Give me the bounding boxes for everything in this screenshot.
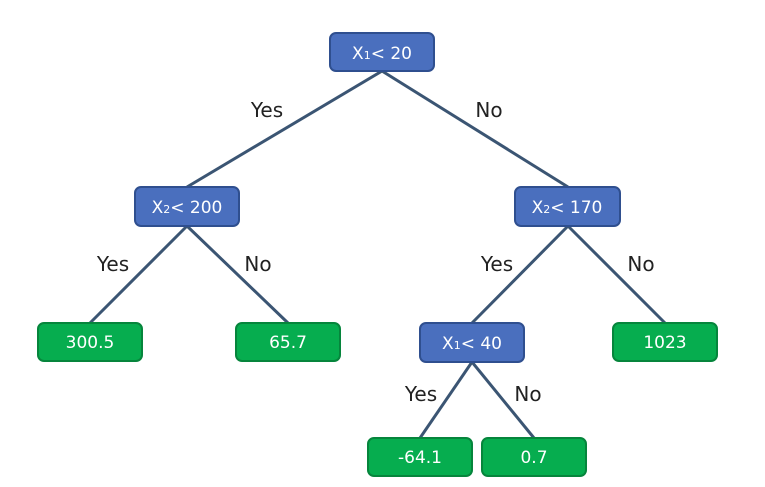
edge-inner-split-to-leaf-e bbox=[470, 361, 536, 439]
node-right-split: X2< 170 bbox=[514, 186, 621, 227]
edge-inner-split-to-leaf-d bbox=[418, 361, 474, 439]
edge-label-left-split-right: No bbox=[244, 252, 271, 276]
node-right-split-sub: 2 bbox=[543, 203, 550, 216]
node-inner-split-sub: 1 bbox=[454, 339, 461, 352]
svg-text:X2< 170: X2< 170 bbox=[532, 198, 603, 218]
edge-right-split-to-leaf-c bbox=[566, 224, 667, 325]
edge-label-inner-split-right: No bbox=[514, 382, 541, 406]
node-left-split: X2< 200 bbox=[134, 186, 240, 227]
node-inner-split-var: X bbox=[442, 334, 454, 354]
leaf-c-value: 1023 bbox=[643, 333, 686, 353]
node-leaf-d: -64.1 bbox=[367, 437, 473, 477]
node-leaf-b: 65.7 bbox=[235, 322, 341, 362]
edge-label-left-split-left: Yes bbox=[96, 252, 129, 276]
node-root-var: X bbox=[352, 44, 364, 64]
edge-label-inner-split-left: Yes bbox=[404, 382, 437, 406]
node-root: X1< 20 bbox=[329, 32, 435, 72]
edge-right-split-to-inner-split bbox=[470, 224, 570, 325]
edge-label-root-right: No bbox=[475, 98, 502, 122]
edge-root-to-left-split bbox=[186, 69, 383, 189]
edge-label-right-split-right: No bbox=[627, 252, 654, 276]
svg-text:X1< 20: X1< 20 bbox=[352, 44, 412, 64]
node-inner-split-op: < 40 bbox=[461, 334, 502, 354]
node-left-split-var: X bbox=[152, 198, 164, 218]
edges bbox=[88, 69, 667, 439]
node-left-split-op: < 200 bbox=[170, 198, 222, 218]
edge-root-to-right-split bbox=[381, 69, 569, 189]
node-right-split-var: X bbox=[532, 198, 544, 218]
node-root-sub: 1 bbox=[364, 49, 371, 62]
leaf-a-value: 300.5 bbox=[66, 333, 115, 353]
node-right-split-op: < 170 bbox=[550, 198, 602, 218]
node-left-split-sub: 2 bbox=[163, 203, 170, 216]
edge-labels: Yes No Yes No Yes No Yes No bbox=[96, 98, 655, 406]
node-root-op: < 20 bbox=[371, 44, 412, 64]
leaf-b-value: 65.7 bbox=[269, 333, 307, 353]
edge-left-split-to-leaf-b bbox=[185, 224, 290, 325]
leaf-e-value: 0.7 bbox=[520, 448, 547, 468]
edge-label-root-left: Yes bbox=[250, 98, 283, 122]
leaf-d-value: -64.1 bbox=[398, 448, 442, 468]
svg-text:X1< 40: X1< 40 bbox=[442, 334, 502, 354]
svg-text:X2< 200: X2< 200 bbox=[152, 198, 223, 218]
node-leaf-e: 0.7 bbox=[481, 437, 587, 477]
node-inner-split: X1< 40 bbox=[419, 322, 525, 363]
node-leaf-c: 1023 bbox=[612, 322, 718, 362]
edge-label-right-split-left: Yes bbox=[480, 252, 513, 276]
edge-left-split-to-leaf-a bbox=[88, 224, 189, 325]
node-leaf-a: 300.5 bbox=[37, 322, 143, 362]
